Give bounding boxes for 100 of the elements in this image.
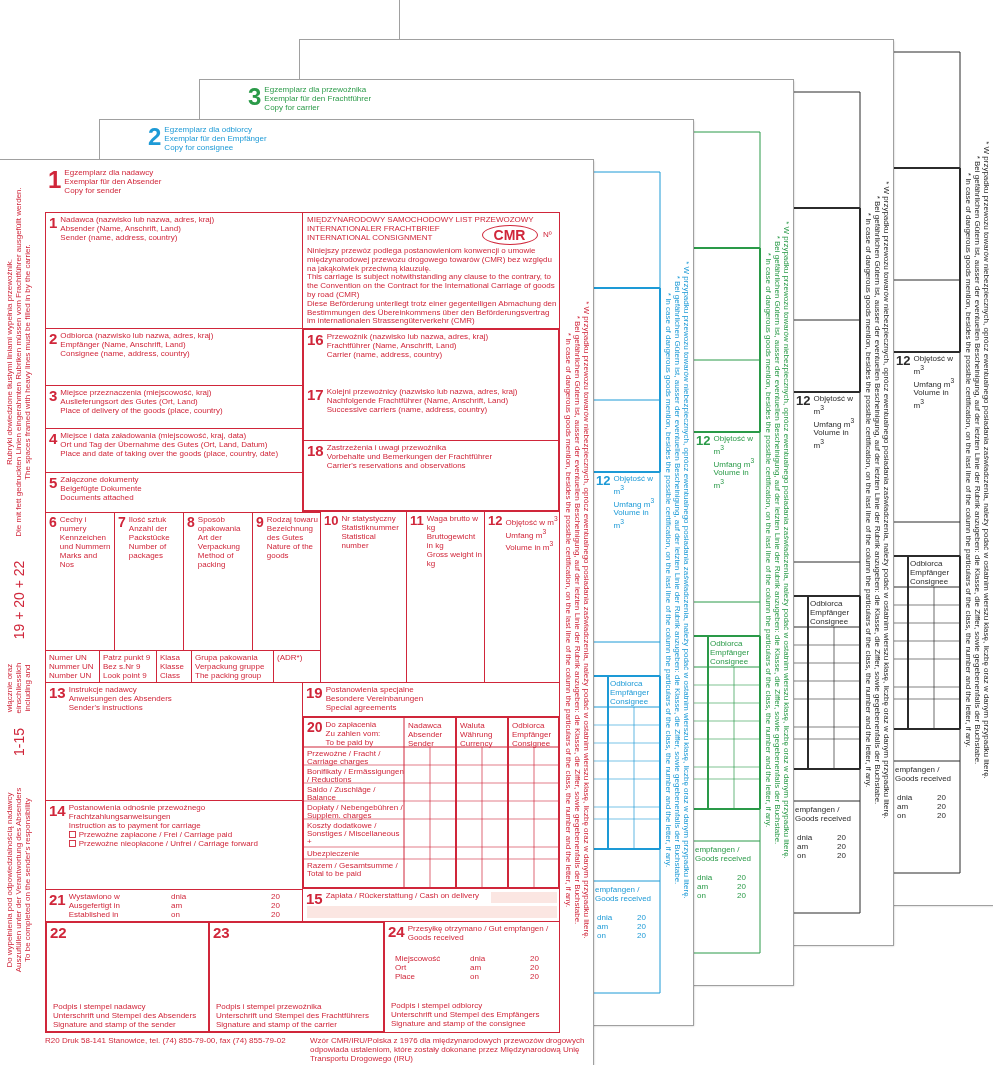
copy-label: Exemplar für den Absender: [64, 177, 162, 186]
form-field: [484, 512, 560, 682]
field-number: 10: [324, 514, 339, 527]
field-label: 20: [737, 873, 746, 882]
field-label: Miejsce przeznaczenia (miejscowość, kraj): [60, 388, 212, 397]
field-label: dnia: [171, 892, 187, 901]
field-label: 20: [637, 931, 646, 940]
field-label: Art der Verpackung: [197, 533, 242, 551]
field-label: 20: [271, 892, 280, 901]
form-field: [45, 512, 114, 650]
column-heading: Consignee: [610, 697, 650, 706]
field-number: 22: [50, 925, 67, 940]
field-label: dnia: [470, 954, 486, 963]
field-label: Beigefügte Dokumente: [60, 484, 142, 493]
field-label: Besondere Vereinbarungen: [325, 694, 424, 703]
field-label: Objętość w m$^{3}$: [713, 434, 755, 456]
field-number: 15: [306, 891, 323, 906]
field-label: MIĘDZYNARODOWY SAMOCHODOWY LIST PRZEWOZOWY: [307, 216, 535, 225]
column-heading: Consignee: [512, 739, 552, 748]
field-number: 12: [696, 434, 711, 447]
field-label: on: [171, 910, 180, 919]
column-heading: Consignee: [810, 617, 850, 626]
field-label: am: [171, 901, 183, 910]
table-cell: [191, 650, 273, 682]
field-label: 20: [737, 891, 746, 900]
cmr-mark: CMR: [492, 228, 527, 242]
field-label: Zu zahlen vom:: [325, 729, 381, 738]
field-label: Grupa pakowania: [195, 653, 259, 662]
field-label: 20: [837, 842, 846, 851]
field-label: Volume in m$^{3}$: [505, 540, 554, 552]
field-number: 20: [307, 720, 323, 734]
field-label: on: [697, 891, 706, 900]
field-label: Podpis i stempel nadawcy: [53, 1002, 147, 1011]
field-label: Unterschrift und Stempel des Frachtführers: [216, 1011, 370, 1020]
column-heading: Consignee: [710, 657, 750, 666]
field-label: Ort und Tag der Übernahme des Gutes (Ort, Land, Datum): [60, 440, 268, 449]
field-label: Auslieferungsort des Gutes (Ort, Land): [60, 397, 198, 406]
field-label: Class: [160, 671, 181, 680]
form-field: [45, 212, 302, 328]
form-field: [45, 328, 302, 385]
copy-label: Copy for sender: [64, 186, 122, 195]
column-heading: Currency: [460, 739, 494, 748]
field-number: 16: [307, 332, 324, 347]
field-label: Kennzeichen und Nummern: [59, 533, 112, 551]
field-label: Place: [395, 972, 415, 981]
field-label: empfangen / Goods received: [895, 765, 953, 783]
field-label: Volume in m$^{3}$: [613, 508, 650, 530]
footnote: * Bei gefährlichen Gütern ist, ausser der eventuellen Bescheinigung, auf der letzten Linie der Rubrik anzugeben: die Klasse, die Ziffer, sowie gegebenenfalls der Buchstabe.: [573, 315, 581, 925]
field-label: Instruction as to payment for carriage: [68, 821, 201, 830]
field-number: 14: [49, 803, 66, 818]
footnote: * W przypadku przewozu towarów niebezpiecznych, oprócz ewentualnego posiadania zaświadczenia, należy podać w ostatnim wierszu klasę, liczbę oraz w danym przypadku literę.: [982, 141, 990, 779]
field-label: To be paid by: [325, 738, 374, 747]
field-label: Postanowienia odnośnie przewoźnego: [68, 803, 206, 812]
field-label: Sender's instructions: [68, 703, 143, 712]
field-label: Carrier (name, address, country): [326, 350, 443, 359]
column-heading: Empfänger: [610, 688, 651, 697]
table-cell: [273, 650, 320, 682]
column-heading: Odbiorca: [710, 639, 744, 648]
field-label: Diese Beförderung unterliegt trotz einer gegenteiligen Abmachung den Bestimmungen des Übereinkommens über den Beförderungsvertrag im internationalen Strassengüterverkehr (CMR): [307, 299, 557, 327]
field-label: Signature and stamp of the carrier: [216, 1020, 338, 1029]
field-number: 12: [896, 354, 911, 367]
side-note: Rubryki obwiedzione tłustymi liniami wypełnia przewoźnik.: [6, 259, 14, 465]
field-label: Absender (Name, Anschrift, Land): [60, 224, 181, 233]
form-field: [210, 921, 385, 1033]
footnote: * Bei gefährlichen Gütern ist, ausser der eventuellen Bescheinigung, auf der letzten Linie der Rubrik anzugeben: die Klasse, die Ziffer, sowie gegebenenfalls der Buchstabe.: [673, 275, 681, 885]
field-label: Frachtführer (Name, Anschrift, Land): [326, 341, 457, 350]
footnote: * W przypadku przewozu towarów niebezpiecznych, oprócz ewentualnego posiadania zaświadczenia, należy podać w ostatnim wierszu klasę, liczbę oraz w danym przypadku literę.: [782, 221, 790, 859]
field-number: 24: [388, 924, 405, 939]
field-label: dnia: [597, 913, 613, 922]
field-number: 12: [488, 514, 503, 527]
field-label: Objętość w m$^{3}$: [813, 394, 855, 416]
field-label: Klasa: [160, 653, 181, 662]
side-note: włącznie oraz: [6, 663, 14, 713]
field-label: Ausgefertigt in: [68, 901, 120, 910]
form-field: [302, 328, 560, 385]
field-number: 2: [49, 331, 58, 346]
column-heading: Empfänger: [910, 568, 951, 577]
field-label: Przewoźne nieopłacone / Unfrei / Carriage forward: [78, 839, 258, 848]
side-note: The spaces framed with heavy lines must be filled in by the carrier.: [24, 244, 32, 480]
row-label: Przewoźne / Fracht / Carriage charges: [307, 749, 382, 767]
field-number: 21: [49, 892, 66, 907]
form-field: [45, 472, 302, 512]
field-label: Niniejszy przewóz podlega postanowieniom konwencji o umowie międzynarodowej przewozu drogowego towarów (CMR) bez względu na jakąkolwiek przeciwną klauzulę.: [307, 247, 553, 273]
column-heading: Consignee: [910, 577, 950, 586]
field-label: Objętość w m$^{3}$: [505, 514, 558, 527]
field-label: 20: [530, 972, 539, 981]
field-label: INTERNATIONALER FRACHTBRIEF: [307, 225, 441, 234]
table-cell: [156, 650, 191, 682]
field-label: Nadawca (nazwisko lub nazwa, adres, kraj): [60, 215, 215, 224]
footnote: * In case of dangerous goods mention, besides the possible certification, on the last line of the column the particulars of the class, the number and the letter, if any.: [664, 292, 672, 868]
field-label: Number of packages: [128, 542, 168, 560]
field-label: Bruttogewicht in kg: [426, 532, 477, 550]
field-number: 12: [796, 394, 811, 407]
field-label: Zastrzeżenia i uwagi przewoźnika: [326, 443, 447, 452]
side-note: including and: [24, 664, 32, 712]
copy-label: Egzemplarz dla przewoźnika: [264, 85, 367, 94]
field-label: Do zapłacenia: [325, 720, 377, 729]
field-label: am: [597, 922, 609, 931]
field-label: Patrz punkt 9: [103, 653, 152, 662]
field-number: 3: [49, 388, 58, 403]
